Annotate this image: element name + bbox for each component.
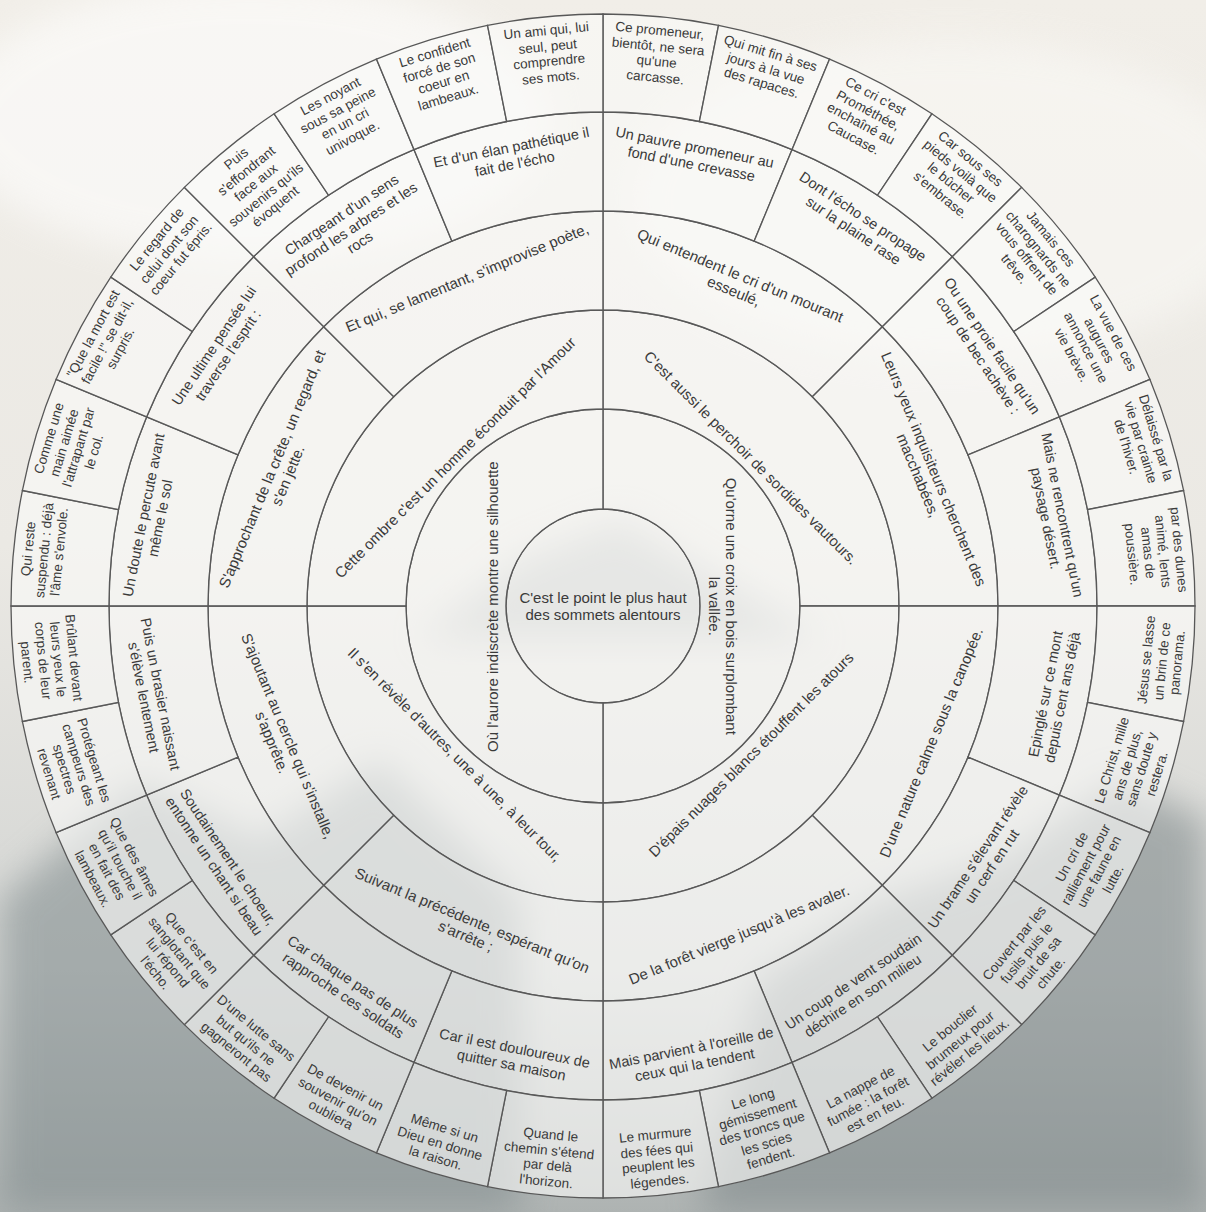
poem-line: Un ami qui, lui seul, peut comprendre se… — [498, 18, 599, 89]
sector-shape — [699, 1062, 829, 1186]
poem-line: Ce promeneur, bientôt, ne sera qu'une ca… — [607, 18, 708, 89]
sector-shape — [11, 606, 118, 721]
poem-line: C'est le point le plus haut des sommets … — [512, 589, 694, 624]
ring-sector: Le murmure des fées qui peuplent les lég… — [601, 1088, 721, 1200]
ring-sector: par des dunes animé, lents amas de pouss… — [1085, 488, 1197, 608]
poem-line: Quand le chemin s'étend par delà l'horiz… — [498, 1123, 599, 1194]
sector-shape — [11, 491, 118, 606]
sector-shape — [488, 1091, 603, 1198]
sector-shape — [1088, 606, 1195, 721]
poem-line: par des dunes animé, lents amas de pouss… — [1120, 501, 1191, 602]
ring-sector: Délaissé par la vie par crainte de l'hiv… — [1057, 377, 1186, 512]
ring-sector: Brûlant devant leurs yeux le corps de le… — [9, 604, 121, 724]
sector-shape — [22, 702, 146, 832]
poem-line: Qui reste suspendu : déjà l'âme s'envole… — [16, 500, 72, 602]
poem-line: Le murmure des fées qui peuplent les lég… — [607, 1123, 708, 1194]
poem-line: Brûlant devant leurs yeux le corps de le… — [15, 610, 86, 711]
sector-shape — [1059, 379, 1183, 509]
sector-shape — [488, 14, 603, 121]
ring-sector: Protégeant les campeurs des spectres rev… — [20, 700, 149, 835]
sector-shape — [1088, 491, 1195, 606]
ring-sector: Le long gémissement des troncs que les s… — [697, 1060, 832, 1189]
ring-sector: Le confident forcé de son coeur en lambe… — [374, 23, 509, 152]
poem-line: Où l'aurore indiscrète montre une silhou… — [484, 454, 501, 758]
sector-shape — [603, 14, 718, 121]
sector-shape — [603, 1091, 718, 1198]
poem-line: Qu'orne une croix en bois surplombant la… — [705, 470, 740, 741]
poem-line: Jésus se lasse un brin de ce panorama. — [1134, 610, 1190, 712]
sector-shape — [506, 509, 700, 703]
ring-sector: Un ami qui, lui seul, peut comprendre se… — [485, 12, 605, 124]
sector-shape — [376, 25, 506, 149]
